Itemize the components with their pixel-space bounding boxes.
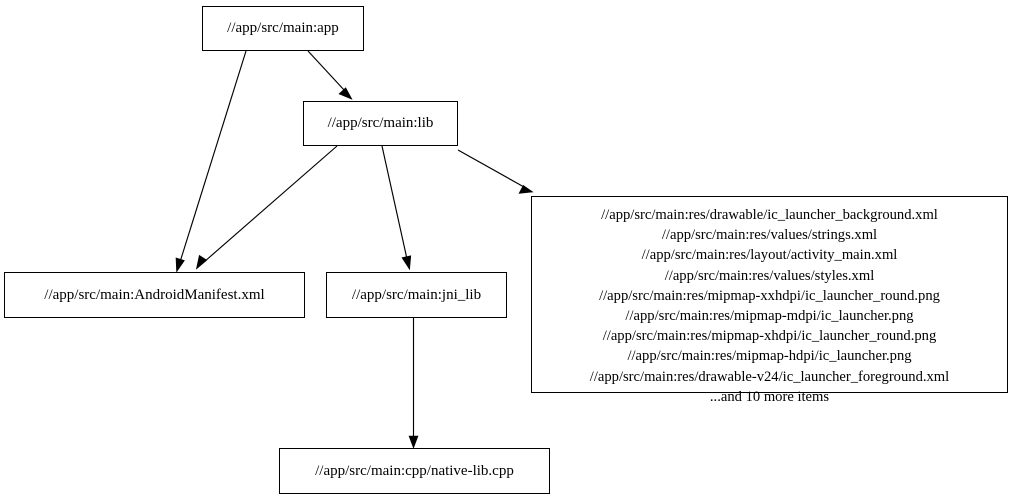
edge-jni_lib-to-native_lib_cpp <box>408 318 419 449</box>
node-app-label: //app/src/main:app <box>227 20 339 36</box>
edge-line-lib-to-res_bundle <box>457 149 525 188</box>
edge-line-lib-to-jni_lib <box>381 145 408 260</box>
edge-lib-to-res_bundle <box>457 149 534 194</box>
arrow-head-lib-to-res_bundle <box>518 184 534 194</box>
node-native-lib-cpp[interactable]: //app/src/main:cpp/native-lib.cpp <box>279 448 550 494</box>
node-app[interactable]: //app/src/main:app <box>202 6 364 51</box>
edge-lib-to-jni_lib <box>381 145 412 271</box>
node-android-manifest-label: //app/src/main:AndroidManifest.xml <box>44 286 265 303</box>
edge-lib-to-manifest <box>195 145 338 270</box>
edge-app-to-manifest <box>175 50 247 273</box>
arrow-head-lib-to-jni_lib <box>401 255 412 271</box>
node-jni-lib[interactable]: //app/src/main:jni_lib <box>326 272 507 318</box>
arrow-head-app-to-lib <box>338 87 353 100</box>
node-res-bundle[interactable]: //app/src/main:res/drawable/ic_launcher_… <box>531 196 1008 405</box>
edge-line-app-to-lib <box>307 50 346 92</box>
node-lib[interactable]: //app/src/main:lib <box>303 101 458 146</box>
node-android-manifest[interactable]: //app/src/main:AndroidManifest.xml <box>4 272 305 318</box>
node-lib-label: //app/src/main:lib <box>327 115 434 131</box>
arrow-head-lib-to-manifest <box>195 254 208 270</box>
edge-app-to-lib <box>307 50 353 100</box>
arrow-head-jni_lib-to-native_lib_cpp <box>408 435 419 449</box>
edge-line-lib-to-manifest <box>203 145 338 263</box>
node-res-bundle-label: //app/src/main:res/drawable/ic_launcher_… <box>589 207 950 405</box>
edge-line-app-to-manifest <box>179 50 247 263</box>
arrow-head-app-to-manifest <box>175 257 185 273</box>
node-jni-lib-label: //app/src/main:jni_lib <box>351 286 482 303</box>
node-native-lib-cpp-label: //app/src/main:cpp/native-lib.cpp <box>315 462 514 479</box>
